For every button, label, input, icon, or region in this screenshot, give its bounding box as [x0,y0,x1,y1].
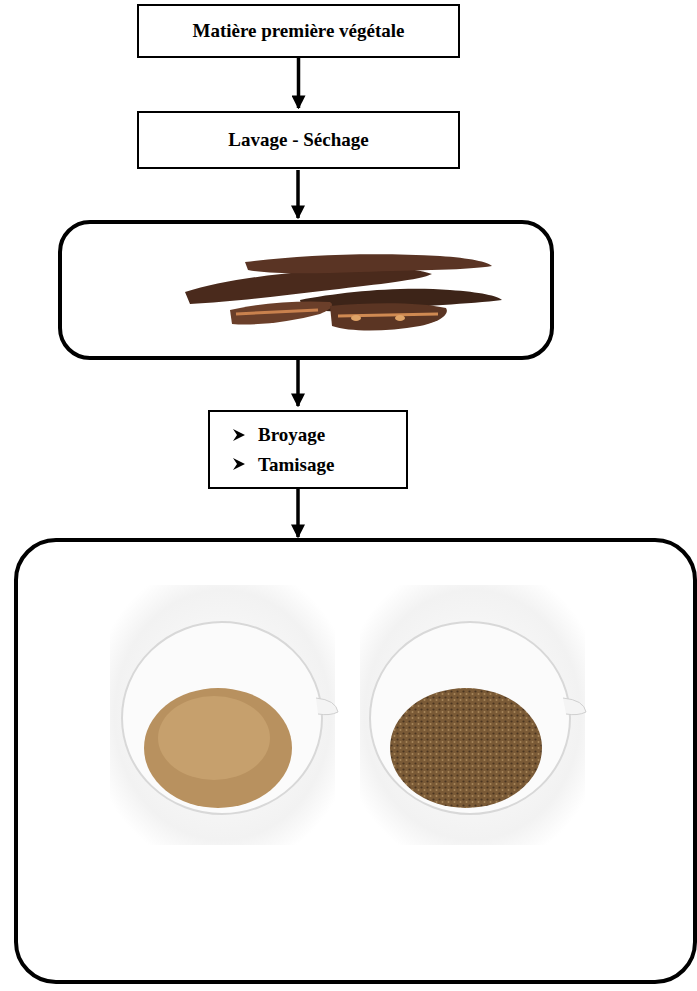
step-label: Broyage [258,423,325,447]
powder-bowl [110,585,338,845]
photo-frame [60,222,552,358]
bullet-arrow [232,428,246,442]
process-box: Matière première végétale [137,4,460,58]
carob-pods [185,254,502,330]
flow-arrow [297,58,301,108]
bullet-arrow [232,457,246,471]
photo-frame [16,540,695,982]
step-label: Lavage - Séchage [228,128,368,152]
process-box: BroyageTamisage [208,410,408,489]
step-label: Matière première végétale [192,19,404,43]
process-box: Lavage - Séchage [137,111,460,169]
step-label: Tamisage [258,453,334,477]
flow-arrow [296,489,300,537]
list-item: Broyage [232,423,325,447]
list-item: Tamisage [232,453,334,477]
flow-arrow [296,170,300,218]
granule-bowl [360,585,586,845]
flow-arrow [296,358,300,406]
